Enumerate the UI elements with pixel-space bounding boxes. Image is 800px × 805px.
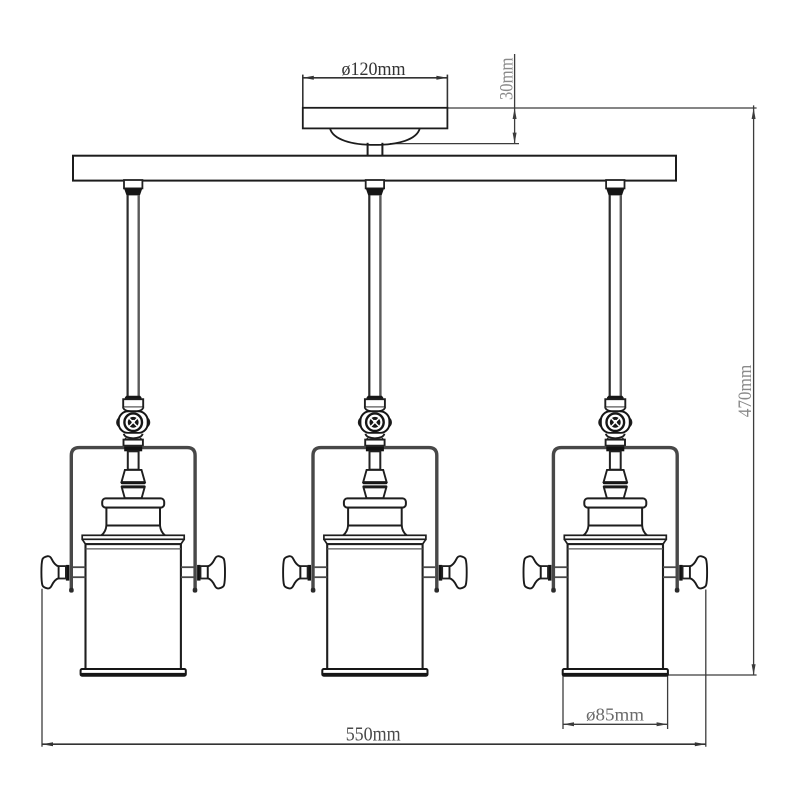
svg-text:470mm: 470mm — [735, 365, 756, 418]
svg-text:550mm: 550mm — [346, 724, 401, 745]
svg-text:ø120mm: ø120mm — [342, 59, 406, 80]
svg-text:ø85mm: ø85mm — [586, 705, 644, 725]
svg-text:30mm: 30mm — [497, 57, 518, 100]
